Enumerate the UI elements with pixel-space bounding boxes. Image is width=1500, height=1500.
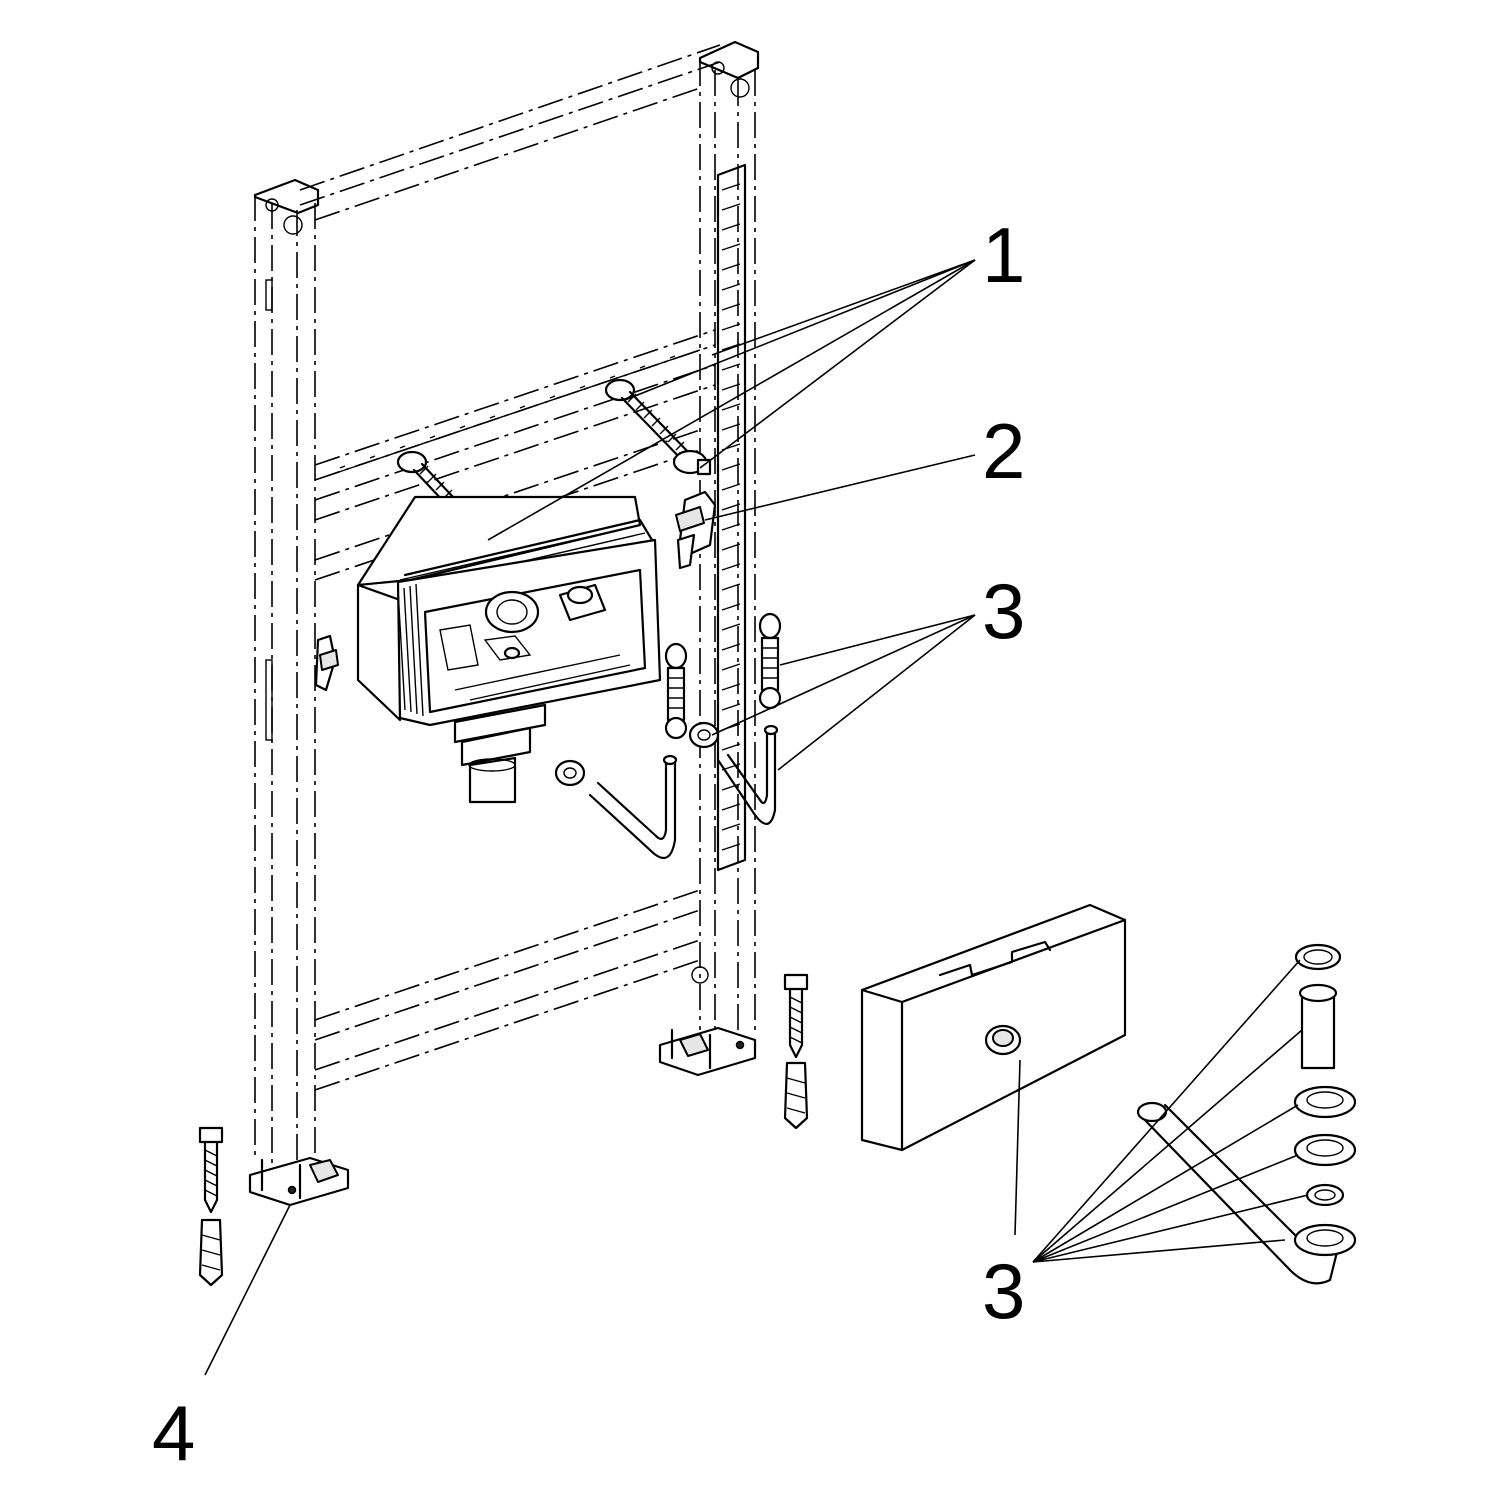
mounting-clamp <box>675 490 717 570</box>
left-foot <box>248 1156 350 1207</box>
bent-pipe-left <box>588 754 678 860</box>
compression-nut-right <box>688 721 720 749</box>
bent-pipe-right <box>716 724 779 825</box>
compression-nut-left <box>554 759 586 787</box>
anchor-screw-left <box>198 1126 224 1287</box>
clamp-left-upright <box>314 634 339 692</box>
installation-box <box>356 495 662 804</box>
anchor-screw-right <box>783 973 809 1130</box>
cover-plate <box>860 903 1127 1152</box>
right-foot <box>658 1026 757 1077</box>
supply-hose-right <box>758 612 782 710</box>
callout-3-hoses: 3 <box>982 567 1025 655</box>
callout-2: 2 <box>982 407 1025 495</box>
callout-4: 4 <box>152 1389 195 1477</box>
siphon-parts <box>1136 943 1357 1285</box>
callout-3-cover-siphon: 3 <box>982 1247 1025 1335</box>
callout-1: 1 <box>982 211 1025 299</box>
supply-hose-left <box>664 642 688 740</box>
leader-lines <box>204 259 1309 1376</box>
threaded-rod-upper-right <box>604 378 712 476</box>
